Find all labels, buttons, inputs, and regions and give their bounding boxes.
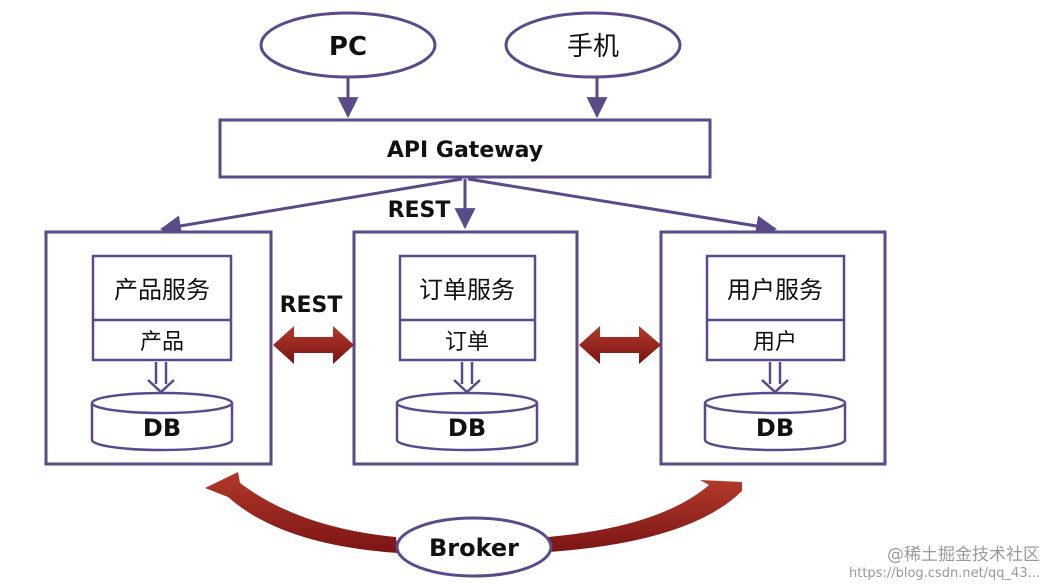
service-user-name: 用户服务 — [727, 276, 823, 304]
service-order: 订单服务 订单 DB — [352, 230, 579, 466]
client-mobile-label: 手机 — [567, 32, 619, 62]
arrow-gateway-to-product — [159, 177, 463, 237]
broker-swoosh-left — [205, 472, 398, 553]
service-user-db: DB — [756, 414, 794, 442]
service-product-db: DB — [143, 414, 181, 442]
watermark-url: https://blog.csdn.net/qq_43... — [849, 566, 1040, 581]
double-arrow-order-user — [579, 326, 661, 364]
service-order-module: 订单 — [445, 330, 489, 355]
service-order-db: DB — [448, 414, 486, 442]
broker-swoosh-right — [548, 480, 742, 552]
double-arrow-product-order — [273, 326, 354, 364]
api-gateway-label: API Gateway — [387, 138, 543, 163]
inter-service-protocol-label: REST — [280, 293, 343, 318]
service-product-name: 产品服务 — [114, 276, 210, 304]
service-user-module: 用户 — [753, 330, 797, 355]
watermark-site: @稀土掘金技术社区 — [887, 545, 1040, 565]
service-product: 产品服务 产品 DB — [44, 230, 273, 466]
client-pc-label: PC — [329, 32, 367, 62]
service-user: 用户服务 用户 DB — [659, 230, 887, 466]
client-pc: PC — [259, 11, 437, 79]
broker-label: Broker — [429, 534, 519, 562]
service-product-module: 产品 — [140, 330, 184, 355]
arrow-gateway-to-user — [467, 177, 778, 237]
broker: Broker — [395, 516, 553, 578]
api-gateway: API Gateway — [218, 118, 712, 179]
client-mobile: 手机 — [504, 11, 682, 79]
gateway-protocol-label: REST — [388, 198, 451, 223]
service-order-name: 订单服务 — [419, 276, 515, 304]
